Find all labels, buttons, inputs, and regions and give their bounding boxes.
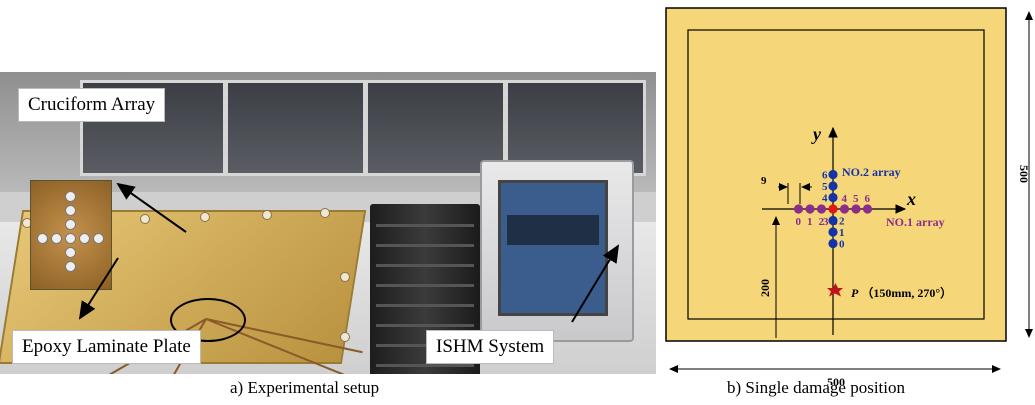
no2-array-label: NO.2 array (842, 165, 901, 179)
arrow-to-ishm (571, 244, 620, 323)
experimental-setup-photo (0, 72, 656, 374)
spacing-label: 9 (761, 175, 767, 187)
arrow-to-inset (116, 182, 187, 233)
no1-sensor-label-3: 3 (823, 216, 829, 228)
window-frame (363, 83, 368, 173)
plate-bolt (340, 272, 350, 282)
no1-sensor-label-4: 4 (842, 193, 848, 205)
label-cruciform-array: Cruciform Array (18, 88, 166, 122)
x-axis-label: x (906, 189, 916, 209)
no2-sensor-0 (828, 238, 838, 249)
photo-annotation-arrows (78, 182, 620, 323)
no1-array-label: NO.1 array (886, 215, 945, 229)
no1-sensor-label-0: 0 (796, 216, 802, 228)
caption-b: b) Single damage position (727, 378, 906, 397)
no2-sensor-2 (828, 215, 838, 226)
no1-sensor-label-2: 2 (819, 216, 825, 228)
no1-sensor-label-1: 1 (807, 216, 813, 228)
no2-sensor-label-5: 5 (822, 181, 828, 193)
no1-sensor-0 (793, 204, 804, 214)
no1-sensor-label-6: 6 (865, 193, 871, 205)
plate-inner-border (687, 29, 985, 320)
caption-a: a) Experimental setup (230, 378, 380, 397)
no2-sensor-5 (828, 181, 838, 191)
no1-sensor-4 (839, 204, 850, 214)
no2-sensor-label-6: 6 (822, 170, 828, 182)
no2-sensor-label-1: 1 (839, 227, 845, 239)
damage-marker (827, 283, 843, 297)
no1-sensor-label-5: 5 (853, 193, 859, 205)
arrow-to-plate (78, 257, 119, 320)
center-sensor (828, 204, 838, 214)
no2-sensor-label-4: 4 (822, 193, 828, 205)
height-label: 500 (1017, 165, 1031, 183)
plate-bolt (262, 210, 272, 220)
y-axis-label: y (811, 124, 822, 144)
array-highlight-ellipse (170, 298, 246, 342)
width-label: 500 (827, 375, 845, 385)
window-frame (503, 83, 508, 173)
ishm-device-image (480, 160, 634, 342)
no2-sensor-6 (828, 169, 838, 180)
label-epoxy-laminate-plate: Epoxy Laminate Plate (12, 330, 201, 364)
no1-sensor-6 (862, 204, 873, 214)
plate-bolt (320, 208, 330, 218)
no1-sensor-1 (805, 204, 815, 214)
damage-label: P（150mm, 270°） (851, 285, 952, 300)
plate-bolt (200, 212, 210, 222)
window-frame (223, 83, 228, 173)
no1-sensor-2 (816, 204, 827, 214)
plate-bolt (140, 214, 150, 224)
no2-sensor-label-3: 3 (832, 216, 838, 228)
cruciform-array-inset (30, 180, 112, 290)
no2-sensor-label-0: 0 (839, 239, 845, 251)
offset-label: 200 (758, 279, 772, 297)
plate-bolt (340, 332, 350, 342)
label-ishm-system: ISHM System (426, 330, 555, 364)
no2-sensor-label-2: 2 (839, 216, 845, 228)
no1-sensor-5 (851, 204, 861, 214)
no2-sensor-1 (828, 227, 838, 237)
no2-sensor-4 (828, 192, 838, 203)
